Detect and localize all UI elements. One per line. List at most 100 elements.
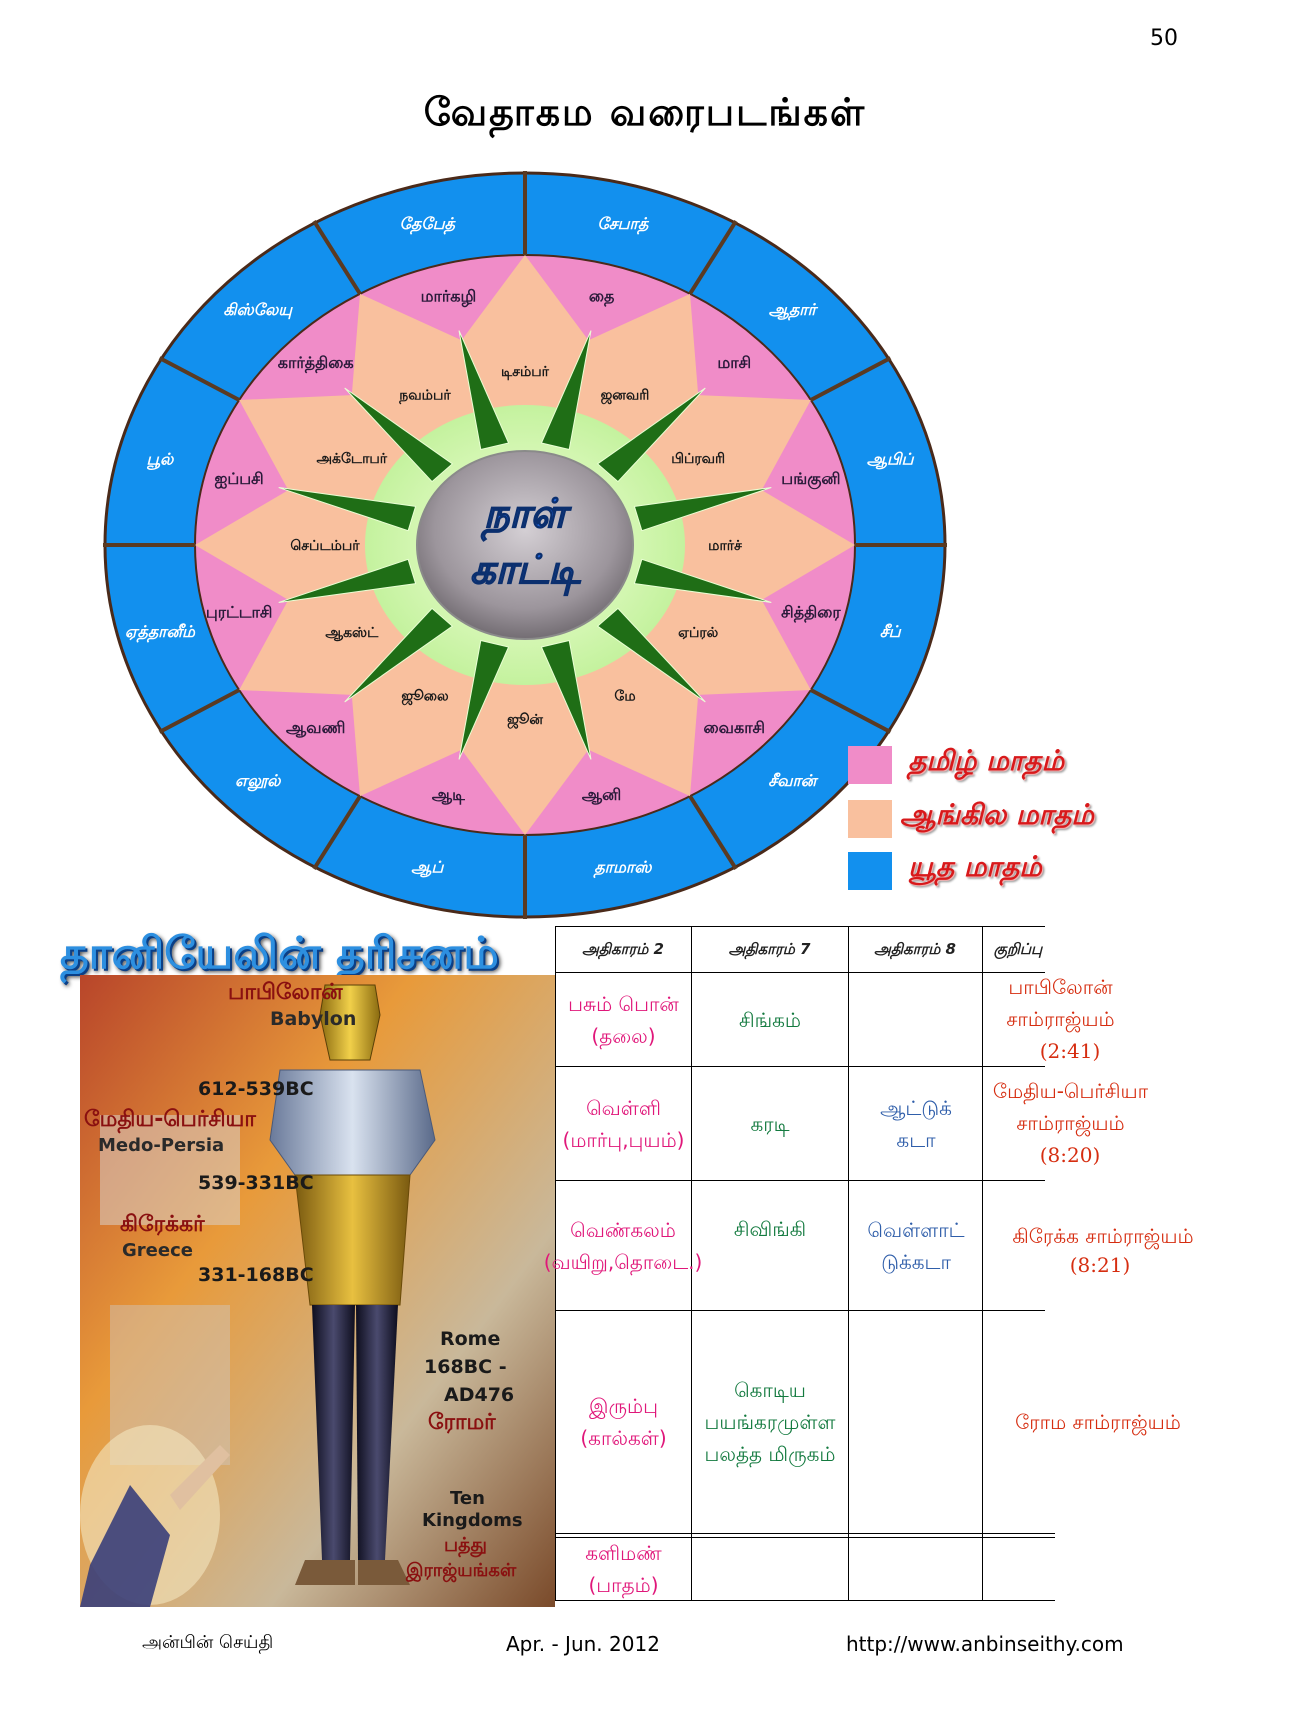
english-month-label-7: ஜூலை (401, 689, 449, 706)
label-ten-en2: Kingdoms (422, 1510, 523, 1531)
label-ten-en1: Ten (450, 1488, 485, 1509)
english-month-label-8: ஆகஸ்ட் (325, 625, 379, 641)
label-rome-en: Rome (440, 1328, 501, 1350)
label-rome-ta: ரோமர் (428, 1410, 496, 1435)
hebrew-month-label-4: சீப் (880, 622, 902, 641)
tamil-month-label-7: ஆடி (432, 785, 465, 805)
tamil-month-label-8: ஆவணி (286, 718, 345, 738)
table-row-1-ch2: பசும் பொன் (தலை) (568, 991, 679, 1048)
table-row-4-ch7: கொடிய பயங்கரமுள்ள பலத்த மிருகம் (704, 1378, 836, 1466)
month-divider (158, 688, 241, 734)
footer-publication: அன்பின் செய்தி (142, 1632, 274, 1653)
hebrew-month-label-8: எலூல் (235, 771, 282, 792)
english-month-label-1: ஜனவரி (601, 387, 650, 404)
tamil-month-label-5: வைகாசி (704, 718, 766, 737)
sun-ray (344, 607, 454, 703)
english-month-label-9: செப்டம்பர் (290, 538, 360, 554)
english-month-label-2: பிப்ரவரி (671, 451, 725, 467)
footer-website: http://www.anbinseithy.com (846, 1632, 1124, 1656)
month-divider (158, 356, 241, 402)
label-greece-en: Greece (122, 1240, 193, 1261)
legend-swatch-jewish (848, 852, 892, 890)
label-medo-en: Medo-Persia (98, 1135, 225, 1156)
table-header-note: குறிப்பு (993, 940, 1043, 958)
center-label-line2: காட்டி (470, 547, 581, 596)
english-month-label-6: ஜூன் (507, 712, 543, 729)
tamil-month-label-2: மாசி (717, 353, 751, 372)
legend-label-jewish: யூத மாதம் (908, 850, 1042, 883)
tamil-month-label-4: சித்திரை (781, 602, 841, 622)
hebrew-month-label-12: தேபேத் (399, 214, 456, 235)
table-header-ch8: அதிகாரம் 8 (874, 940, 956, 958)
table-row-2-ref: (8:20) (1039, 1143, 1101, 1167)
center-label-line1: நாள் (481, 491, 573, 542)
hebrew-month-label-2: ஆதார் (769, 300, 819, 321)
legend-swatch-tamil (848, 746, 892, 784)
label-ten-ta2: இராஜ்யங்கள் (406, 1560, 517, 1581)
table-row-2-ch7: கரடி (750, 1111, 790, 1136)
table-row-1-note: பாபிலோன் சாம்ராஜ்யம் (1006, 975, 1115, 1031)
hebrew-month-label-11: கிஸ்லேயு (223, 300, 293, 320)
label-greece-ta: கிரேக்கர் (120, 1212, 205, 1237)
table-header-ch2: அதிகாரம் 2 (582, 940, 664, 958)
hebrew-month-label-5: சீவான் (768, 771, 819, 790)
sun-ray (458, 330, 510, 451)
hebrew-month-label-6: தாமாஸ் (593, 857, 652, 878)
sun-ray (596, 607, 706, 703)
table-row-3-ch8: வெள்ளாட் டுக்கடா (867, 1217, 965, 1274)
table-row-1-ref: (2:41) (1039, 1039, 1101, 1063)
label-babylon-en: Babylon (270, 1008, 357, 1030)
footer-date: Apr. - Jun. 2012 (506, 1632, 660, 1656)
month-divider (312, 795, 362, 870)
table-row-2-ch8: ஆட்டுக் கடா (880, 1095, 952, 1152)
label-babylon-dates: 612-539BC (198, 1078, 314, 1100)
tamil-month-label-6: ஆனி (582, 785, 621, 805)
sun-ray (278, 558, 417, 603)
label-greece-dates: 331-168BC (198, 1264, 314, 1286)
table-row-2-note: மேதிய-பெர்சியா சாம்ராஜ்யம் (992, 1079, 1149, 1135)
english-month-label-5: மே (614, 689, 635, 705)
tamil-month-label-9: புரட்டாசி (206, 602, 273, 621)
english-month-label-10: அக்டோபர் (316, 451, 387, 467)
label-medo-dates: 539-331BC (198, 1172, 314, 1194)
daniel-vision-title: தானியேலின் தரிசனம் (60, 928, 499, 979)
month-divider (312, 220, 362, 295)
legend-label-tamil: தமிழ் மாதம் (908, 744, 1065, 777)
tamil-month-label-1: தை (589, 286, 615, 306)
sun-ray (540, 330, 592, 451)
table-header-ch7: அதிகாரம் 7 (728, 940, 811, 958)
sun-ray (344, 387, 454, 483)
label-rome-dates1: 168BC - (424, 1356, 507, 1378)
month-divider (809, 688, 892, 734)
table-row-3-ref: (8:21) (1069, 1253, 1131, 1277)
label-medo-ta: மேதிய-பெர்சியா (84, 1107, 256, 1132)
page-title: வேதாகம வரைபடங்கள் (423, 90, 867, 134)
tamil-month-label-10: ஐப்பசி (215, 469, 264, 488)
english-month-label-3: மார்ச் (708, 538, 742, 554)
sun-ray (633, 558, 772, 603)
table-row-4-note: ரோம சாம்ராஜ்யம் (1015, 1410, 1181, 1434)
calendar-wheel: நாள் காட்டி சேபாத் ஆதார் ஆபிப் சீப் சீவான் தாமா… (103, 171, 947, 919)
month-divider (688, 220, 738, 295)
table-row-3-ch7: சிவிங்கி (733, 1216, 807, 1241)
hebrew-month-label-10: பூல் (146, 449, 175, 470)
month-divider (688, 795, 738, 870)
sun-ray (458, 639, 510, 760)
label-babylon-ta: பாபிலோன் (228, 980, 343, 1005)
tamil-month-label-11: கார்த்திகை (278, 353, 354, 373)
page-number: 50 (1150, 26, 1178, 51)
tamil-month-label-12: மார்கழி (421, 286, 477, 306)
hebrew-month-label-3: ஆபிப் (867, 449, 915, 469)
table-row-5-ch2: களிமண் (பாதம்) (585, 1541, 662, 1597)
sun-ray (540, 639, 592, 760)
table-row-3-note: கிரேக்க சாம்ராஜ்யம் (1012, 1224, 1194, 1248)
hebrew-month-label-7: ஆப் (411, 857, 444, 877)
english-month-label-4: ஏப்ரல் (678, 625, 719, 641)
legend-label-english: ஆங்கில மாதம் (900, 798, 1094, 831)
center-hub (416, 450, 634, 640)
sun-ray (278, 487, 417, 532)
tamil-month-label-3: பங்குனி (781, 469, 840, 490)
english-month-label-11: நவம்பர் (398, 387, 451, 404)
hebrew-month-label-1: சேபாத் (597, 214, 649, 235)
legend-swatch-english (848, 800, 892, 838)
